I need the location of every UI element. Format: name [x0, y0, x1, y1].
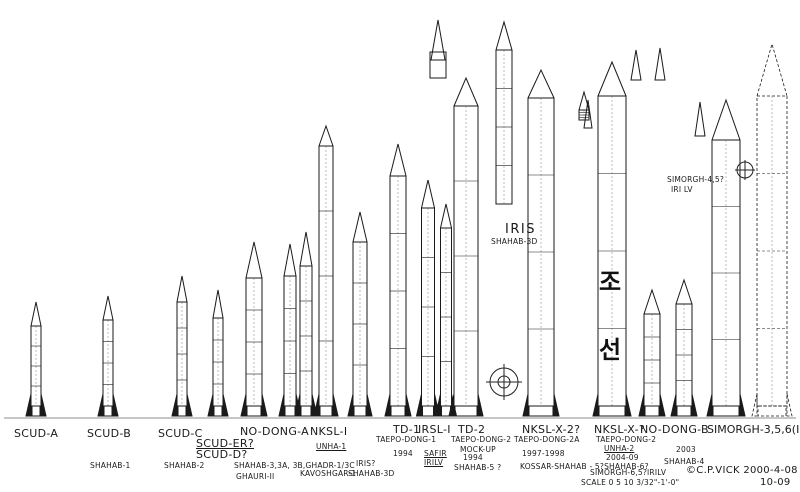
rocket-iris-q	[347, 211, 373, 417]
rocket-no-dong-b-r	[670, 278, 698, 417]
label-td-2: TD-2	[458, 423, 486, 436]
label-year-2004: 2004-09	[606, 453, 639, 462]
rocket-nksl-x	[592, 60, 632, 417]
label-nksl-x: NKSL-X-?	[594, 423, 645, 436]
label-scud-er: SCUD-ER?	[196, 437, 254, 450]
label-credit: ©C.P.VICK 2000-4-08	[686, 465, 798, 476]
label-scud-a: SCUD-A	[14, 427, 59, 440]
label-simorgh-65: SIMORGH-6,5?IRILV	[590, 468, 667, 477]
rocket-safir	[415, 179, 441, 417]
label-td-1: TD-1	[393, 423, 421, 436]
rocket-scud-c	[171, 275, 193, 417]
rocket-no-dong-a	[240, 241, 268, 417]
fairing-4	[583, 99, 593, 129]
rocket-scud-a	[25, 301, 47, 417]
label-scud-b: SCUD-B	[87, 427, 132, 440]
label-safir: SAFIR	[424, 449, 447, 458]
label-credit-date: 10-09	[760, 477, 791, 488]
rocket-kavoshgar-tip	[434, 203, 458, 417]
rocket-simorgh-356	[751, 42, 793, 417]
fairing-5	[694, 101, 706, 137]
rocket-td-2	[448, 76, 484, 417]
rocket-td-1	[384, 143, 412, 417]
label-shahab-5: SHAHAB-5 ?	[454, 463, 502, 472]
label-simorgh-356: SIMORGH-3,5,6(IRILV	[707, 423, 800, 436]
rocket-iris	[495, 20, 513, 205]
launch-pad-emblem	[486, 364, 522, 400]
label-irlv: IRILV	[424, 458, 444, 467]
label-taepo-dong-2: TAEPO-DONG-2	[451, 435, 512, 444]
label-scud-d: SCUD-D?	[196, 448, 248, 461]
label-year-1994-b: 1994	[463, 453, 483, 462]
label-ghauri: GHAURI-II	[236, 472, 275, 481]
rocket-shahab-3	[278, 243, 302, 417]
hangul-seon: 선	[599, 336, 621, 364]
rocket-nksl-x2	[522, 68, 560, 417]
label-shahab-3d: SHAHAB-3D	[348, 469, 395, 478]
label-taepo-dong-2b: TAEPO-DONG-2	[596, 435, 657, 444]
label-iris: IRIS	[505, 222, 536, 237]
label-iri-lv: IRI LV	[671, 185, 693, 194]
label-nksl-1: NKSL-I	[310, 425, 348, 438]
label-kossar: KOSSAR-SHAHAB - 5?SHAHAB-6?	[520, 462, 649, 471]
label-irsl-1: IRSL-I	[418, 423, 451, 436]
label-shahab-1: SHAHAB-1	[90, 461, 131, 470]
rocket-ghadr	[294, 231, 318, 417]
label-scale: SCALE 0 5 10 3/32"-1'-0"	[581, 478, 680, 487]
label-scud-c: SCUD-C	[158, 427, 203, 440]
label-iris-shahab-3d: SHAHAB-3D	[491, 237, 538, 246]
label-taepo-dong-1: TAEPO-DONG-1	[376, 435, 437, 444]
label-taepo-dong-2a: TAEPO-DONG-2A	[514, 435, 580, 444]
rocket-scud-b	[97, 295, 119, 417]
label-year-1997: 1997-1998	[522, 449, 565, 458]
label-year-2003: 2003	[676, 445, 696, 454]
fairing-1-body	[429, 51, 447, 79]
label-year-1994-a: 1994	[393, 449, 413, 458]
label-unha-2: UNHA-2	[604, 444, 635, 453]
rocket-nksl-1	[313, 124, 339, 417]
rocket-simorgh-45	[706, 98, 746, 417]
rocket-scud-d	[207, 289, 229, 417]
label-simorgh-45: SIMORGH-4,5?	[667, 175, 725, 184]
label-shahab-4: SHAHAB-4	[664, 457, 705, 466]
fairing-2	[630, 49, 642, 81]
fairing-3	[654, 47, 666, 81]
label-iris-q: IRIS?	[356, 459, 376, 468]
rocket-no-dong-b-l	[638, 288, 666, 417]
hangul-jo: 조	[599, 268, 621, 296]
label-no-dong-b: NO-DONG-B	[640, 423, 709, 436]
label-unha-1: UNHA-1	[316, 442, 347, 451]
label-mock-up: MOCK-UP	[460, 445, 496, 454]
top-view-emblem	[735, 160, 755, 180]
label-shahab-3: SHAHAB-3,3A, 3B,GHADR-1/3C	[234, 461, 355, 470]
label-kavoshgar: KAVOSHGAR-1	[300, 469, 357, 478]
label-nksl-x2: NKSL-X-2?	[522, 423, 581, 436]
rocket-silhouettes	[4, 19, 796, 419]
label-shahab-2: SHAHAB-2	[164, 461, 205, 470]
label-no-dong-a: NO-DONG-A	[240, 425, 309, 438]
fairing-1	[430, 19, 446, 61]
